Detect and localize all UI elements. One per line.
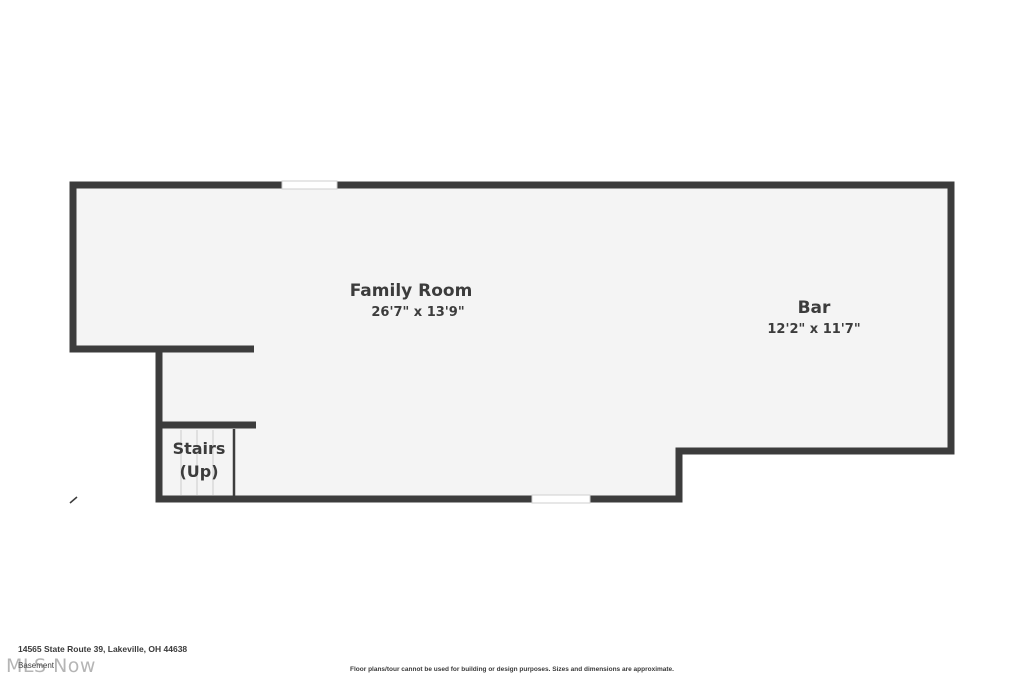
marker-tick xyxy=(69,496,78,504)
window-bottom xyxy=(531,494,591,504)
family-room-dimensions: 26'7" x 13'9" xyxy=(371,305,464,320)
window-top xyxy=(281,180,338,190)
floor-area xyxy=(73,185,951,499)
family-room-name: Family Room xyxy=(350,281,473,301)
stairs-label: Stairs xyxy=(173,439,226,458)
bar-name: Bar xyxy=(798,298,831,318)
disclaimer: Floor plans/tour cannot be used for buil… xyxy=(350,666,674,673)
property-address: 14565 State Route 39, Lakeville, OH 4463… xyxy=(18,644,188,654)
mls-watermark: MLS Now xyxy=(6,655,96,677)
stairs-direction: (Up) xyxy=(179,462,218,481)
exterior-wall xyxy=(69,181,955,503)
stairs xyxy=(163,429,236,496)
bar-dimensions: 12'2" x 11'7" xyxy=(767,322,860,337)
floor-label: Basement xyxy=(18,661,55,670)
